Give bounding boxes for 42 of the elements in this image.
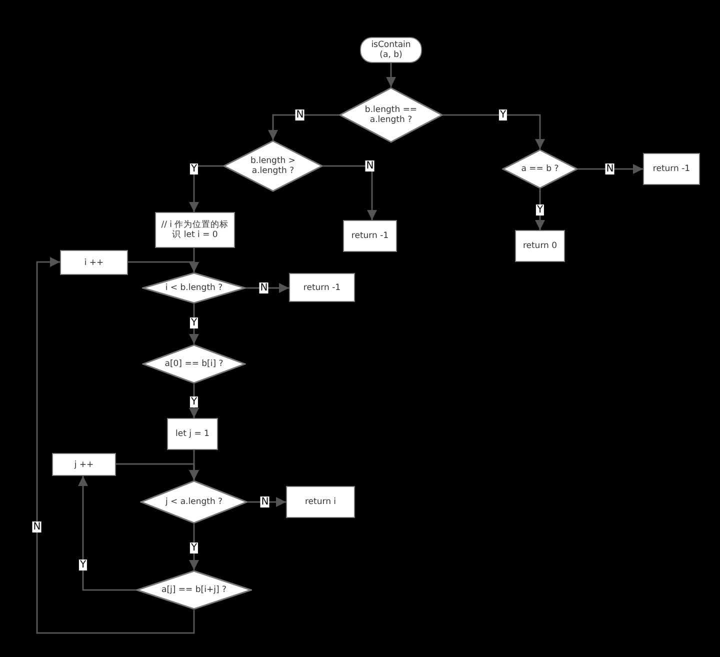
process-box: // i 作为位置的标识 let i = 0 — [155, 212, 235, 248]
arrow — [386, 63, 396, 87]
start-terminal: isContain (a, b) — [360, 37, 422, 63]
process-box: return i — [286, 486, 355, 518]
process-box: return -1 — [289, 273, 355, 302]
process-box: return 0 — [515, 230, 565, 262]
decision-diamond: b.length == a.length ? — [339, 87, 443, 143]
process-box: return -1 — [343, 220, 397, 252]
arrow — [246, 283, 289, 293]
edge-label: Y — [498, 110, 508, 120]
arrow — [189, 524, 199, 570]
edge-label: N — [32, 522, 42, 532]
decision-diamond: a[0] == b[i] ? — [142, 344, 246, 384]
process-box: let j = 1 — [167, 418, 218, 450]
edge-label: N — [260, 496, 270, 508]
edge-label: N — [605, 164, 615, 174]
decision-diamond: a == b ? — [502, 149, 578, 189]
arrow — [268, 114, 339, 140]
decision-diamond: a[j] == b[i+j] ? — [136, 570, 252, 610]
edge-label: Y — [536, 204, 544, 216]
edge-label: N — [295, 110, 305, 120]
arrow — [443, 114, 545, 149]
edge-label: Y — [190, 542, 198, 554]
arrow — [78, 476, 136, 591]
edge-label: Y — [78, 560, 88, 570]
edge-label: Y — [190, 164, 198, 174]
edge-label: Y — [190, 396, 198, 408]
decision-diamond: b.length > a.length ? — [223, 140, 323, 192]
arrow — [189, 165, 223, 212]
process-box: i ++ — [60, 250, 128, 275]
process-box: j ++ — [52, 453, 116, 476]
process-box: return -1 — [643, 153, 700, 185]
decision-diamond: j < a.length ? — [140, 480, 248, 524]
edge-label: N — [365, 160, 375, 172]
edge-label: Y — [190, 318, 198, 328]
edge-label: N — [259, 282, 269, 294]
arrow — [128, 261, 199, 272]
arrow — [578, 164, 643, 174]
arrow — [323, 165, 377, 220]
arrow — [36, 257, 195, 634]
arrow — [116, 463, 199, 480]
decision-diamond: i < b.length ? — [142, 272, 246, 304]
